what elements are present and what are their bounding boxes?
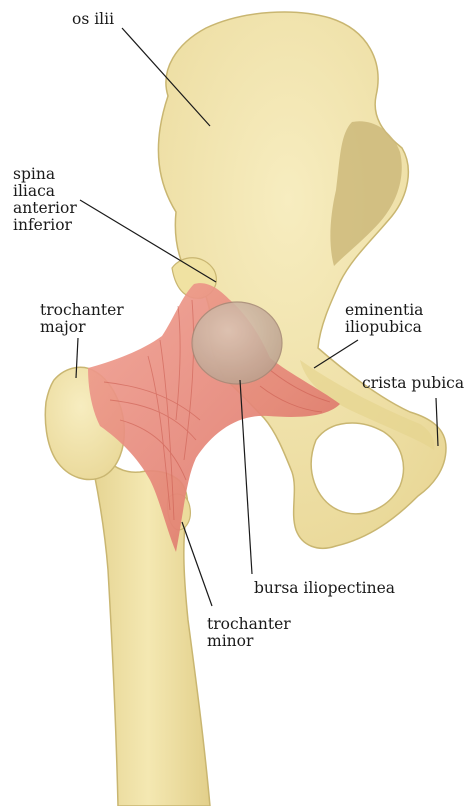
femur-shaft (86, 436, 210, 806)
label-trochanter-major: trochanter major (40, 302, 124, 336)
label-spina-iliaca-anterior-inferior: spina iliaca anterior inferior (13, 166, 77, 234)
obturator-foramen (311, 423, 403, 514)
label-bursa-iliopectinea: bursa iliopectinea (254, 580, 395, 597)
label-os-ilii: os ilii (72, 11, 114, 28)
label-crista-pubica: crista pubica (362, 375, 464, 392)
label-trochanter-minor: trochanter minor (207, 616, 291, 650)
leader-trochanter-minor (182, 522, 212, 606)
bursa-iliopectinea-shape (192, 302, 282, 384)
label-eminentia-iliopubica: eminentia iliopubica (345, 302, 423, 336)
